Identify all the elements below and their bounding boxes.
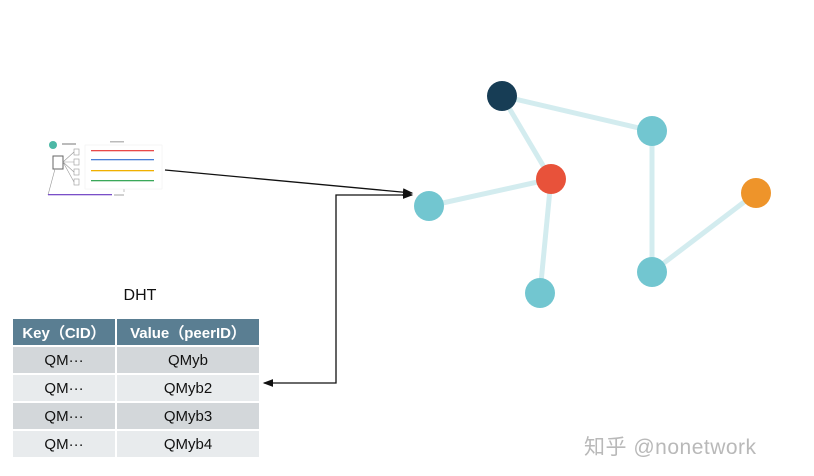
cell-key: QM··· [13, 401, 118, 430]
header-value: Value（peerID） [116, 319, 261, 346]
cell-key: QM··· [13, 429, 118, 457]
document-thumbnail [47, 141, 163, 196]
dht-title: DHT [123, 287, 157, 304]
cell-value: QMyb3 [116, 401, 261, 430]
lookup-arrow [262, 191, 414, 387]
cell-value: QMyb2 [116, 373, 261, 402]
table-header: Key（CID） Value（peerID） [13, 319, 261, 346]
table-row: QM··· QMyb2 [13, 373, 261, 402]
cell-key: QM··· [13, 345, 118, 374]
node-teal [414, 191, 444, 221]
dht-table: Key（CID） Value（peerID） QM··· QMyb QM··· … [13, 319, 261, 457]
node-red [536, 164, 566, 194]
cell-value: QMyb4 [116, 429, 261, 457]
node-teal [637, 116, 667, 146]
header-key: Key（CID） [13, 319, 118, 346]
publish-arrow [164, 169, 414, 197]
table-row: QM··· QMyb4 [13, 429, 261, 457]
table-row: QM··· QMyb [13, 345, 261, 374]
table-row: QM··· QMyb3 [13, 401, 261, 430]
node-teal [637, 257, 667, 287]
graph-edges [428, 93, 758, 294]
watermark: 知乎 @nonetwork [584, 436, 757, 459]
node-teal [525, 278, 555, 308]
cell-value: QMyb [116, 345, 261, 374]
node-orange [741, 178, 771, 208]
cell-key: QM··· [13, 373, 118, 402]
node-dark [487, 81, 517, 111]
